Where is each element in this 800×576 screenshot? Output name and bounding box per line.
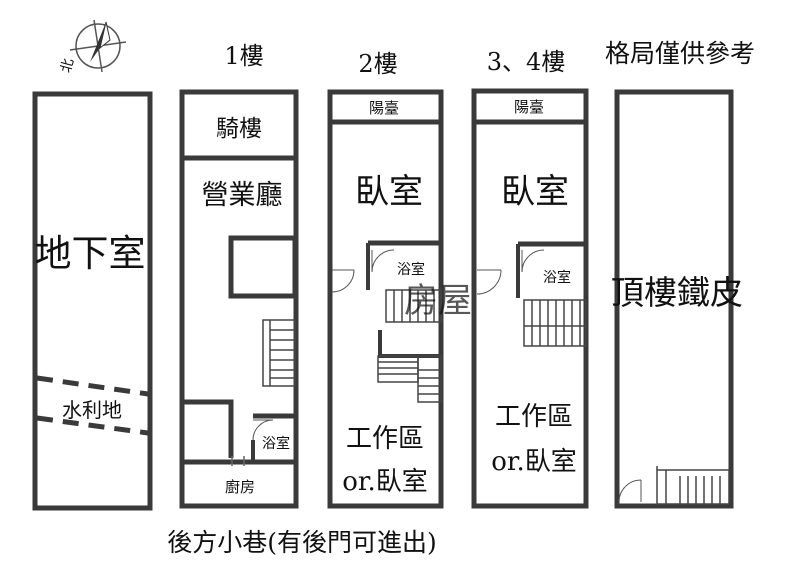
stairs-roof [656, 466, 730, 505]
floor-2-plan [327, 89, 444, 509]
stairs-2f-lower [377, 355, 442, 403]
room-bathroom-1f: 浴室 [262, 435, 290, 452]
north-arrow-icon [69, 19, 127, 73]
disclaimer-text: 格局僅供參考 [605, 39, 755, 68]
room-balcony-2f: 陽臺 [369, 99, 399, 117]
north-label: 北 [58, 57, 77, 75]
floor-title-3-4: 3、4樓 [487, 48, 566, 76]
room-arcade: 騎樓 [216, 116, 262, 142]
room-basement: 地下室 [35, 232, 146, 275]
room-water-land: 水利地 [62, 398, 122, 422]
room-balcony-3-4f: 陽臺 [514, 98, 544, 116]
floor-title-1: 1樓 [224, 42, 263, 70]
roof-plan [614, 89, 734, 509]
stairs-2f-upper [385, 289, 442, 323]
room-business-hall: 營業廳 [202, 180, 283, 211]
room-bathroom-3-4f: 浴室 [543, 269, 571, 286]
room-bedroom-2f: 臥室 [355, 172, 423, 212]
watermark-text: 房屋 [404, 281, 472, 321]
room-work-2f-line1: 工作區 [346, 424, 424, 454]
stairs-3-4f [523, 299, 587, 347]
floor-title-2: 2樓 [358, 50, 397, 78]
room-roof-sheet: 頂樓鐵皮 [611, 273, 743, 312]
room-work-3-4f-line2: or.臥室 [491, 447, 577, 477]
room-work-2f-line2: or.臥室 [342, 467, 428, 497]
room-work-3-4f-line1: 工作區 [495, 402, 573, 432]
floor-1-plan [179, 89, 299, 509]
room-bathroom-2f: 浴室 [397, 261, 425, 278]
room-bedroom-3-4f: 臥室 [501, 172, 569, 212]
stairs-1f [262, 319, 296, 387]
basement-plan [32, 91, 153, 511]
footer-back-alley: 後方小巷(有後門可進出) [167, 528, 437, 557]
room-kitchen: 廚房 [225, 478, 255, 496]
floor-3-4-plan [471, 88, 589, 509]
